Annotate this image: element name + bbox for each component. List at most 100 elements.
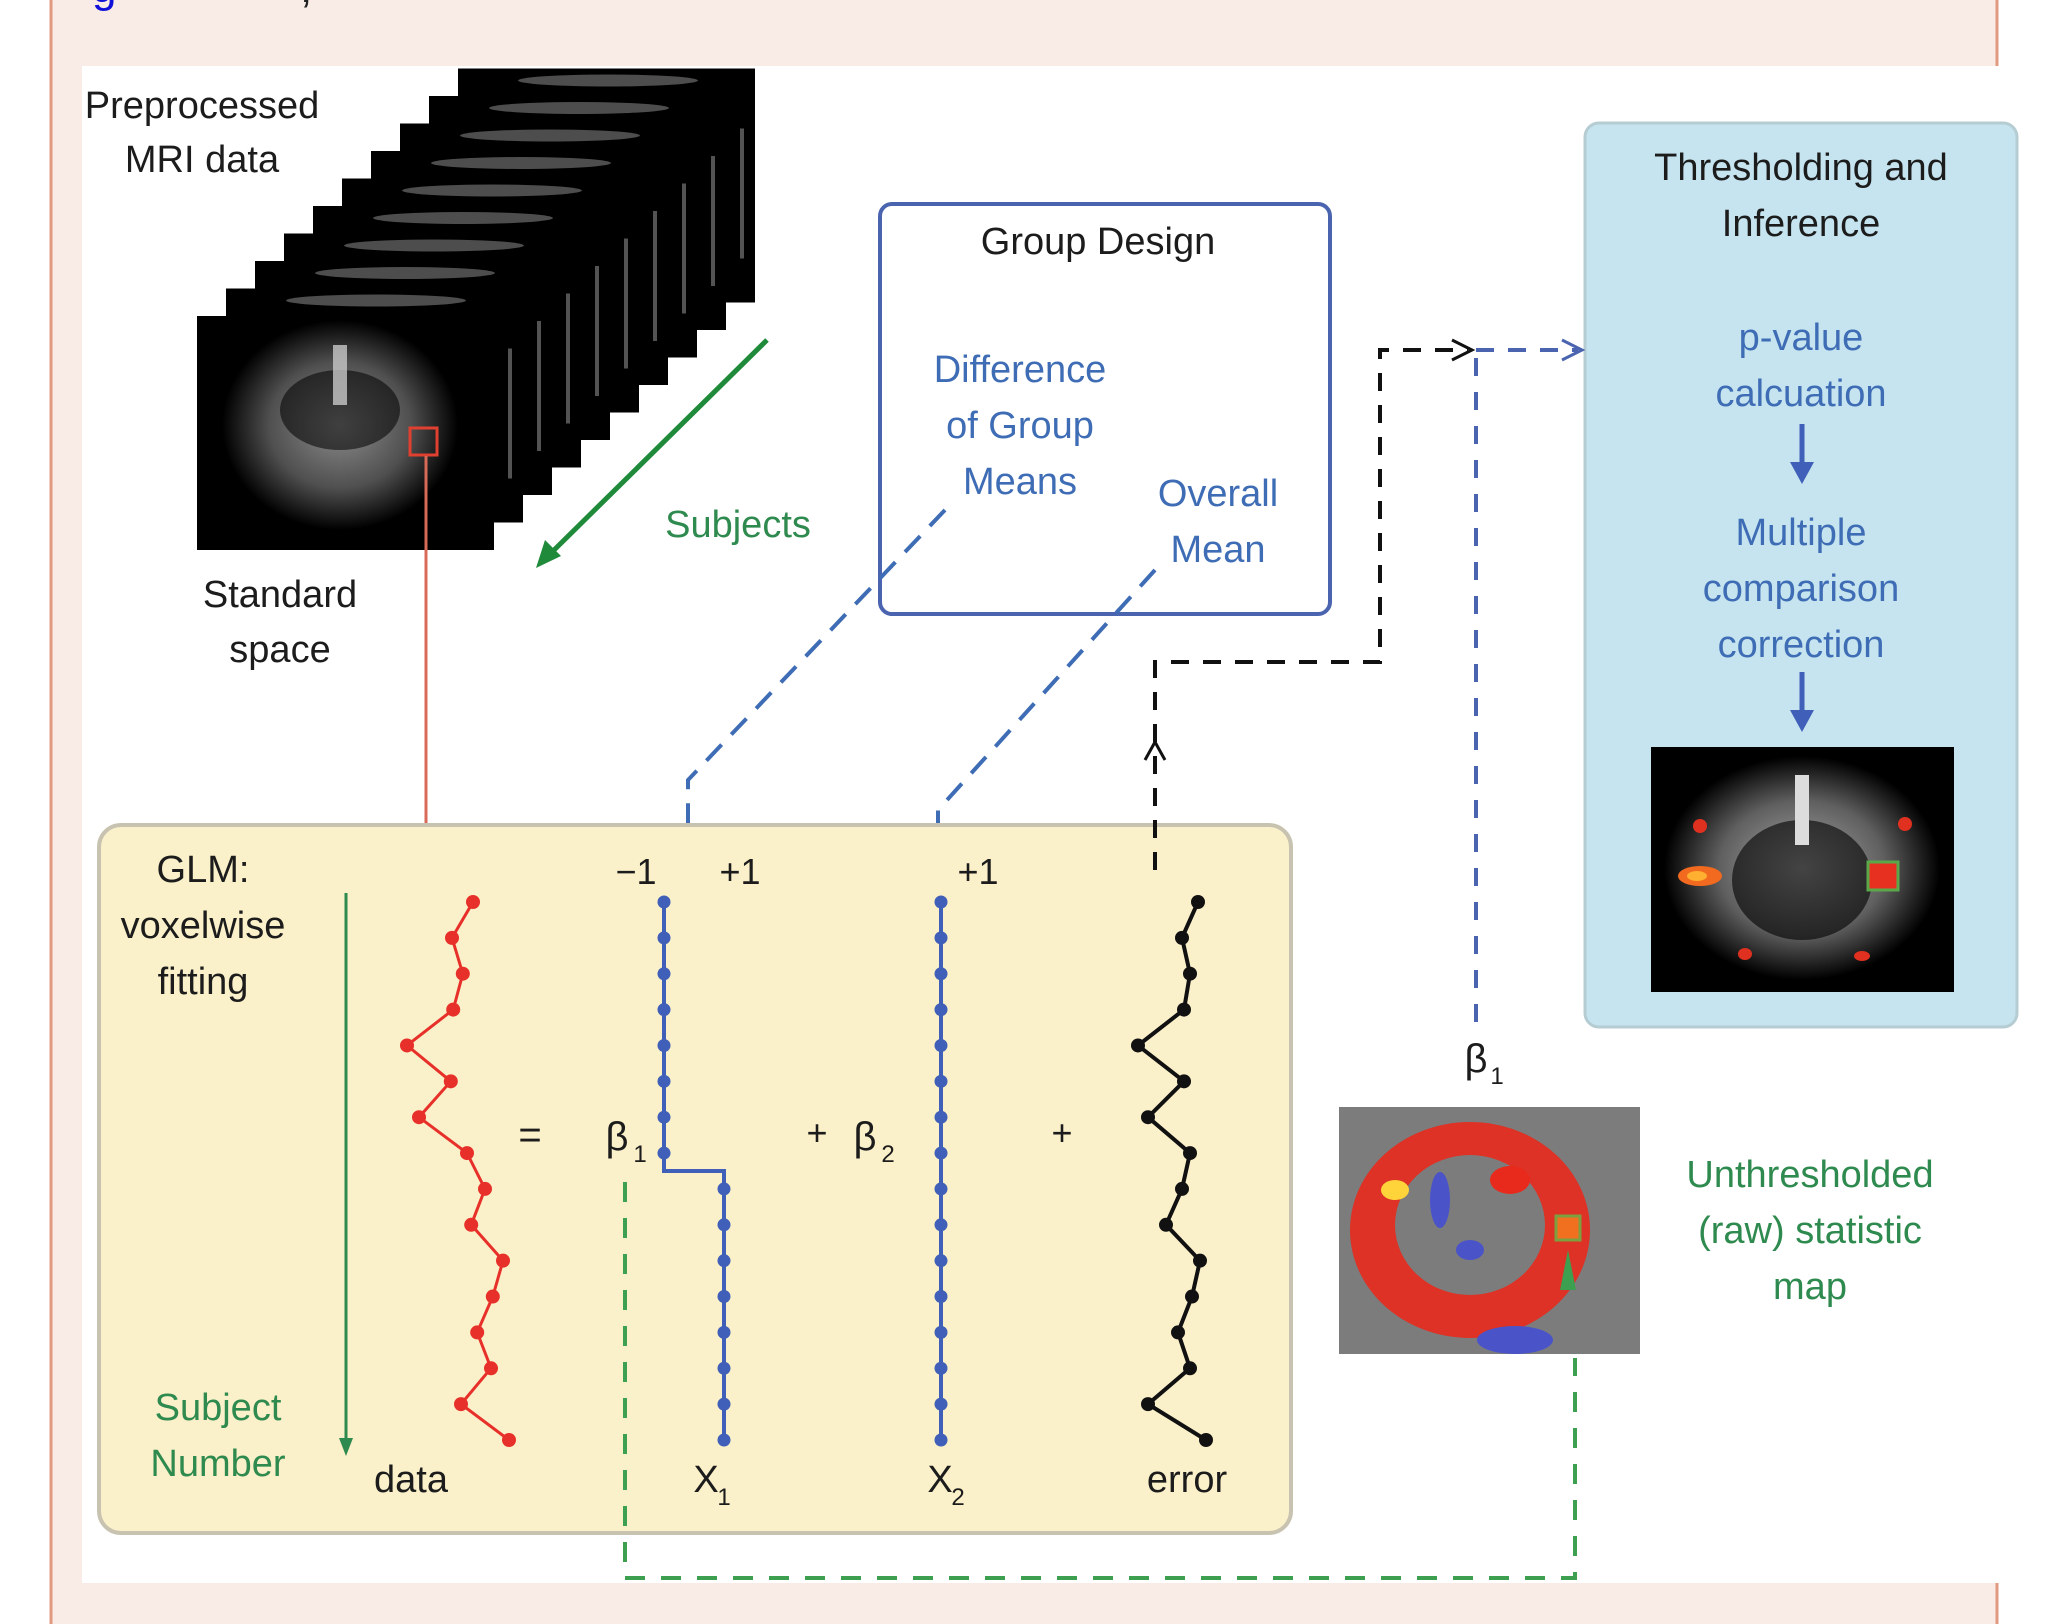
mri-slice-edge: [431, 157, 611, 169]
series-point-x2: [934, 1110, 948, 1124]
arrow-up-icon: [1143, 738, 1167, 761]
series-point-x2: [934, 1433, 948, 1447]
series-line-error: [1134, 901, 1208, 1442]
series-point-data: [470, 1325, 485, 1340]
step-2-line-1: Multiple: [1736, 512, 1867, 554]
mri-slice-side: [624, 238, 628, 369]
beta-to-map-connector: [623, 1182, 1577, 1580]
series-point-x2: [934, 1038, 948, 1052]
beta-2-symbol: β: [853, 1115, 876, 1159]
error-label: error: [1147, 1459, 1228, 1501]
series-point-data: [454, 1397, 468, 1412]
stat-map-caption-line-2: (raw) statistic: [1698, 1210, 1922, 1252]
arrow-right-icon: [1561, 338, 1586, 362]
voxel-marker: [408, 426, 439, 457]
regressor-1-line-1: Difference: [934, 349, 1107, 391]
series-point-error: [1199, 1433, 1213, 1447]
source-title-line-1: Preprocessed: [85, 85, 319, 127]
series-point-x2: [934, 1254, 948, 1268]
series-point-x1: [657, 1038, 671, 1052]
subjects-arrow: [546, 338, 769, 558]
mri-slice-edge: [373, 212, 553, 224]
series-point-data: [446, 1002, 461, 1017]
series-point-error: [1159, 1217, 1173, 1232]
stat-map-caption-line-1: Unthresholded: [1686, 1154, 1933, 1196]
regressor-2-line-1: Overall: [1158, 473, 1278, 515]
x2-subscript: 2: [951, 1484, 964, 1511]
series-point-data: [464, 1217, 479, 1232]
plus-sign-1: +: [806, 1112, 827, 1153]
axis-arrowhead-icon: [339, 1438, 353, 1456]
series-point-error: [1141, 1397, 1155, 1412]
unthresholded-stat-map-image: [1339, 1107, 1640, 1354]
series-point-x1: [717, 1182, 731, 1196]
thresholding-title-line-2: Inference: [1722, 203, 1880, 245]
series-point-data: [485, 1289, 500, 1304]
subjects-label: Subjects: [665, 504, 811, 546]
arrow-right-icon: [1451, 338, 1476, 362]
series-point-x1: [657, 1003, 671, 1017]
series-point-x2: [934, 1290, 948, 1304]
x1-minus-label: −1: [615, 851, 656, 892]
series-point-x1: [717, 1397, 731, 1411]
data-label: data: [374, 1459, 449, 1501]
mri-slice-edge: [460, 129, 640, 142]
series-point-data: [478, 1181, 492, 1196]
source-caption-line-2: space: [229, 629, 330, 671]
series-point-data: [445, 930, 459, 945]
clipped-header-punct: ,: [300, 0, 312, 12]
series-point-x1: [657, 1146, 671, 1160]
error-to-inference-connector: [1153, 348, 1468, 870]
series-point-x1: [657, 967, 671, 981]
beta-1-symbol: β: [605, 1115, 628, 1159]
mri-slice-side: [682, 183, 686, 314]
series-point-x2: [934, 1074, 948, 1088]
source-caption-line-1: Standard: [203, 574, 357, 616]
series-point-x2: [934, 1218, 948, 1232]
x2-label: X: [927, 1459, 952, 1501]
series-point-x2: [934, 895, 948, 909]
series-point-data: [400, 1038, 414, 1053]
mri-slice-edge: [286, 294, 466, 307]
series-point-error: [1183, 1146, 1197, 1161]
x1-label: X: [693, 1459, 718, 1501]
series-point-data: [412, 1110, 426, 1125]
x1-plus-label: +1: [719, 851, 760, 892]
series-point-data: [455, 966, 470, 981]
mri-slice-edge: [402, 184, 582, 197]
series-point-x1: [717, 1218, 731, 1232]
series-line-data: [404, 901, 510, 1442]
step-2-line-3: correction: [1718, 624, 1885, 666]
series-point-error: [1141, 1110, 1155, 1125]
series-point-x2: [934, 1003, 948, 1017]
axis-label-line-1: Subject: [155, 1387, 282, 1429]
mri-slice-side: [653, 211, 657, 341]
clipped-header-link: g: [92, 0, 116, 12]
thresholded-result-image: [1651, 747, 1954, 992]
series-point-data: [443, 1074, 458, 1089]
mri-slice-side: [595, 266, 599, 396]
mri-slice-edge: [315, 267, 495, 279]
series-point-x2: [934, 1146, 948, 1160]
group-design-title: Group Design: [981, 221, 1215, 263]
arrow-down-icon: [1790, 462, 1814, 484]
mri-slice-edge: [518, 74, 698, 87]
axis-label-line-2: Number: [150, 1443, 285, 1485]
series-point-data: [502, 1433, 516, 1447]
series-point-data: [496, 1253, 510, 1268]
series-point-x1: [657, 1074, 671, 1088]
series-point-error: [1177, 1074, 1191, 1089]
series-point-error: [1171, 1325, 1185, 1340]
glm-title-line-1: GLM:: [157, 849, 250, 891]
series-point-data: [460, 1146, 474, 1161]
series-point-error: [1183, 1361, 1197, 1376]
series-point-data: [484, 1361, 498, 1376]
series-point-data: [466, 895, 480, 909]
subjects-arrowhead-icon: [536, 540, 561, 568]
mri-slice-side: [566, 293, 570, 424]
series-point-x2: [934, 1182, 948, 1196]
series-point-x1: [657, 895, 671, 909]
regressor-2-line-2: Mean: [1170, 529, 1265, 571]
series-point-error: [1131, 1038, 1145, 1053]
series-point-x1: [717, 1433, 731, 1447]
